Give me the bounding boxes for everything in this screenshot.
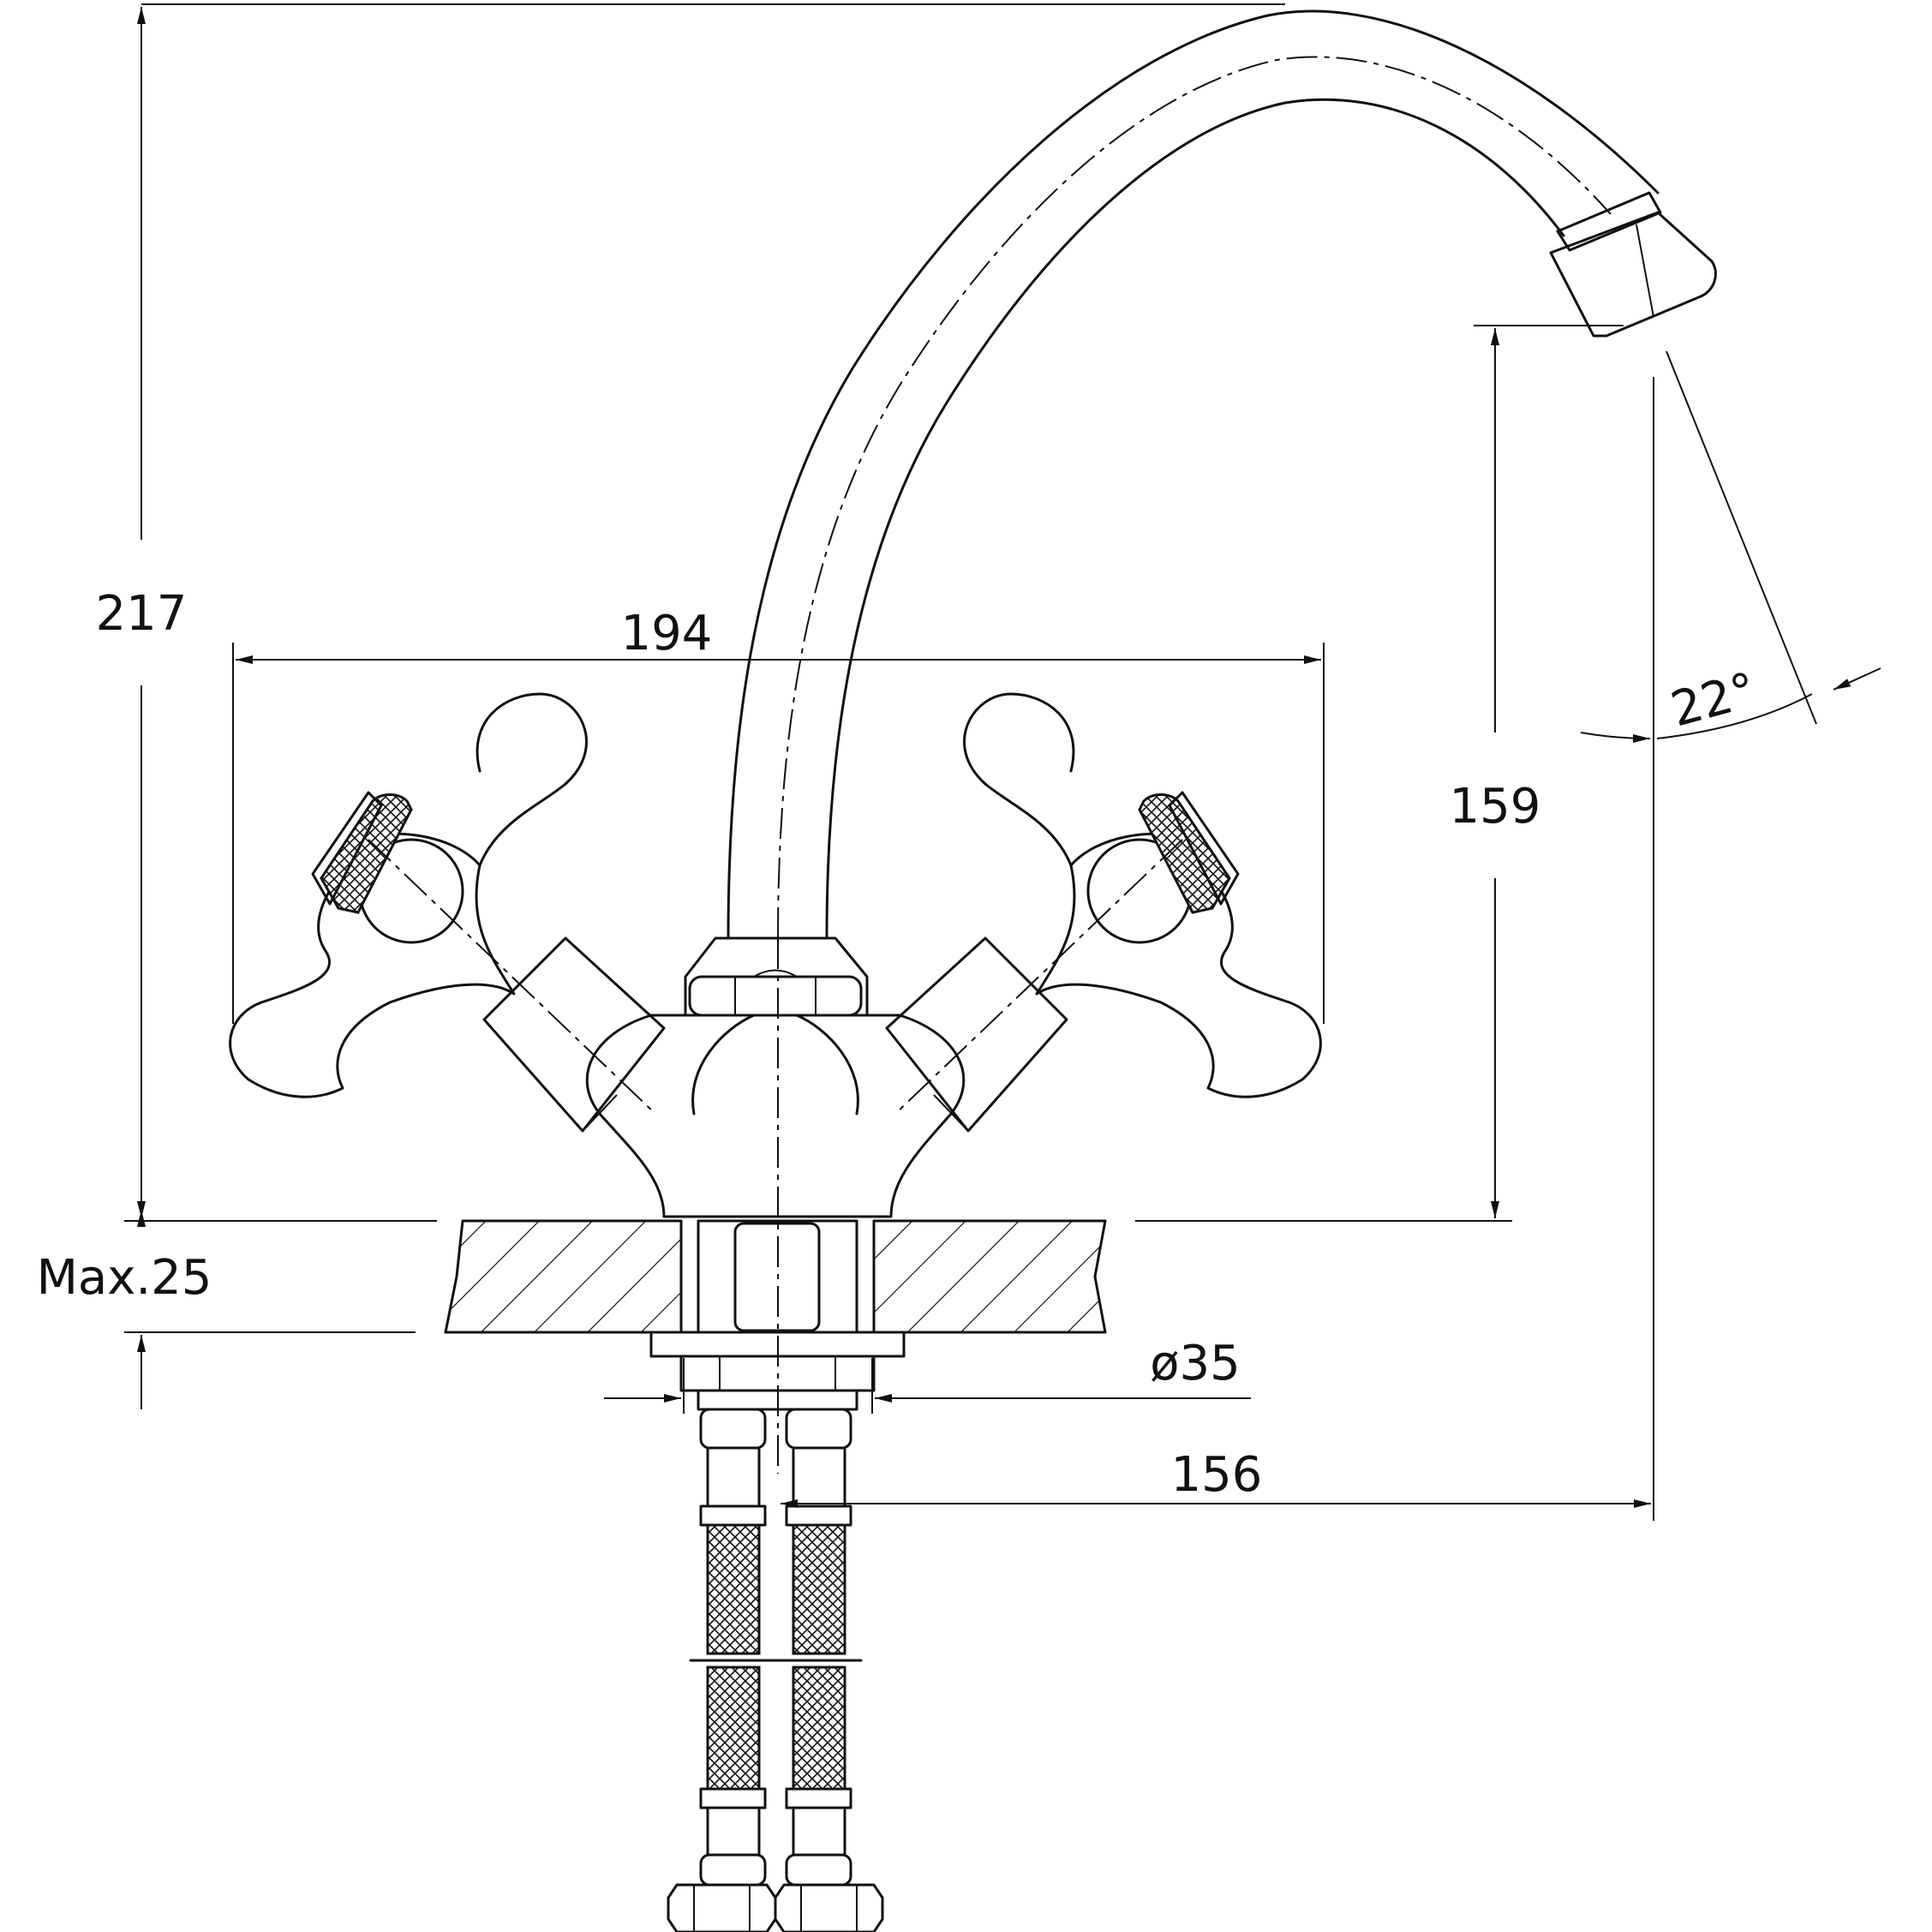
label-handle-span: 194	[621, 606, 713, 661]
dimension-counter-thickness: Max.25	[37, 1210, 416, 1409]
dimension-spout-height: 159	[1135, 325, 1624, 1222]
dimension-spout-reach: 156	[781, 1447, 1651, 1508]
right-handle	[885, 692, 1322, 1133]
label-counter-thickness: Max.25	[37, 1250, 212, 1306]
dimension-total-height: 217	[96, 3, 1285, 1222]
spout	[727, 9, 1717, 940]
dimension-mount-diameter: ø35	[604, 1336, 1251, 1414]
dimension-spout-angle: 22°	[1580, 350, 1881, 1521]
flexible-hoses	[667, 1408, 884, 1932]
label-spout-height: 159	[1450, 779, 1541, 834]
label-total-height: 217	[96, 586, 188, 642]
countertop-section	[444, 1219, 1107, 1334]
label-spout-angle: 22°	[1666, 662, 1762, 738]
faucet-body	[585, 936, 966, 1218]
dimension-handle-span: 194	[232, 606, 1325, 1024]
label-mount-diameter: ø35	[1150, 1336, 1241, 1391]
label-spout-reach: 156	[1171, 1447, 1263, 1503]
left-handle	[229, 692, 666, 1133]
